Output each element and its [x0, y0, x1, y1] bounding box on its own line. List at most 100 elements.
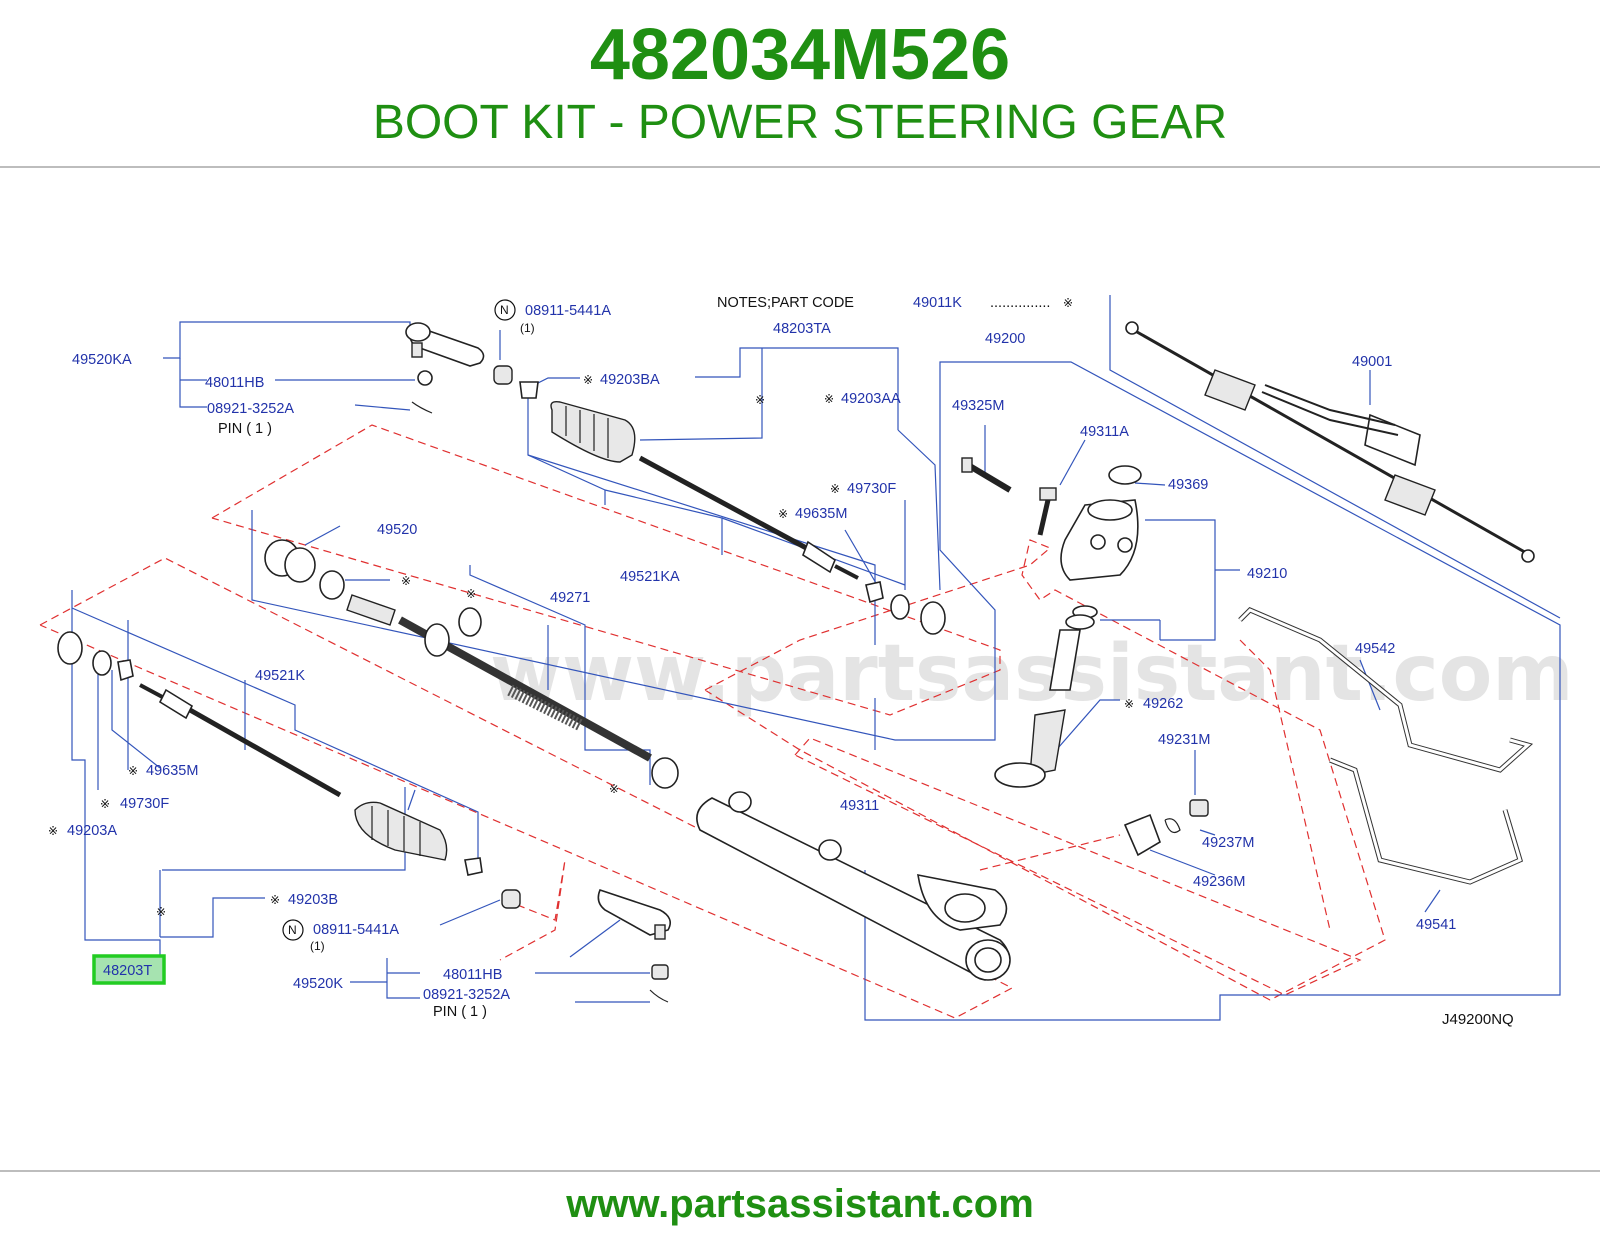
- n-marker-bottom-text: N: [288, 923, 297, 937]
- label-08921-bottom[interactable]: 08921-3252A: [423, 987, 510, 1003]
- lock-nut-bottom: [501, 889, 521, 909]
- steering-gear-assembly: [1125, 321, 1535, 563]
- label-49730F-bottom[interactable]: 49730F: [120, 796, 169, 812]
- mark-49271: ※: [466, 587, 476, 601]
- label-49520KA[interactable]: 49520KA: [72, 352, 132, 368]
- footer-url[interactable]: www.partsassistant.com: [566, 1182, 1034, 1226]
- label-49271[interactable]: 49271: [550, 590, 590, 606]
- label-08911-bottom[interactable]: 08911-5441A: [313, 922, 399, 938]
- label-pin-bottom: PIN ( 1 ): [433, 1004, 487, 1020]
- header-divider: [0, 166, 1600, 168]
- label-49325M[interactable]: 49325M: [952, 398, 1004, 414]
- label-49369[interactable]: 49369: [1168, 477, 1208, 493]
- plug-49236M: [1123, 813, 1161, 857]
- rack-assembly: [264, 539, 679, 789]
- label-49520K[interactable]: 49520K: [293, 976, 343, 992]
- pressure-pipes: [1238, 607, 1534, 885]
- label-qty-top: (1): [520, 321, 535, 335]
- mark-49635M-bottom: ※: [128, 764, 138, 778]
- mark-49730F-bottom: ※: [100, 797, 110, 811]
- diagram-code: J49200NQ: [1442, 1011, 1514, 1028]
- mark-49262: ※: [1124, 697, 1134, 711]
- mark-49203AA: ※: [824, 392, 834, 406]
- label-49001[interactable]: 49001: [1352, 354, 1392, 370]
- mark-49635M-top: ※: [778, 507, 788, 521]
- label-49203B[interactable]: 49203B: [288, 892, 338, 908]
- label-48011HB-bottom[interactable]: 48011HB: [443, 967, 502, 983]
- n-marker-top: [494, 299, 516, 321]
- part-description-title: BOOT KIT - POWER STEERING GEAR: [372, 96, 1228, 149]
- clip-bottom: [57, 631, 83, 665]
- label-49231M[interactable]: 49231M: [1158, 732, 1210, 748]
- label-49311[interactable]: 49311: [840, 798, 879, 814]
- label-48203TA[interactable]: 48203TA: [773, 321, 831, 337]
- n-marker-bottom: [282, 919, 304, 941]
- label-49262[interactable]: 49262: [1143, 696, 1183, 712]
- label-qty-bottom: (1): [310, 939, 325, 953]
- mark-48203TA: ※: [755, 393, 765, 407]
- n-marker-top-text: N: [500, 303, 509, 317]
- label-49236M[interactable]: 49236M: [1193, 874, 1245, 890]
- inner-tie-rod-top: [638, 455, 859, 580]
- label-08911-top[interactable]: 08911-5441A: [525, 303, 611, 319]
- label-49237M[interactable]: 49237M: [1202, 835, 1254, 851]
- mark-49203BA: ※: [583, 373, 593, 387]
- lock-washer-top: [865, 581, 884, 604]
- bolt-49325M: [961, 457, 1012, 493]
- washer-bottom: [92, 650, 112, 676]
- notes-mark: ※: [1063, 296, 1073, 310]
- parts-diagram: www.partsassistant.com: [0, 170, 1600, 1172]
- notes-code: 49011K: [913, 295, 962, 311]
- label-08921-top[interactable]: 08921-3252A: [207, 401, 294, 417]
- watermark-text: www.partsassistant.com: [490, 629, 1574, 719]
- highlighted-part-box[interactable]: [92, 954, 166, 985]
- label-49542[interactable]: 49542: [1355, 641, 1395, 657]
- label-49541[interactable]: 49541: [1416, 917, 1456, 933]
- tie-rod-end-bottom: [597, 889, 671, 1003]
- mark-49520: ※: [401, 574, 411, 588]
- part-drawings: [57, 321, 1535, 1003]
- mark-48203T: ※: [156, 905, 166, 919]
- tie-rod-end-top: [405, 322, 485, 414]
- label-49635M-top[interactable]: 49635M: [795, 506, 847, 522]
- page-header: 482034M526 BOOT KIT - POWER STEERING GEA…: [0, 0, 1600, 170]
- label-49203A[interactable]: 49203A: [67, 823, 117, 839]
- label-49521KA[interactable]: 49521KA: [620, 569, 680, 585]
- mark-49203B: ※: [270, 893, 280, 907]
- label-pin-top: PIN ( 1 ): [218, 421, 272, 437]
- boot-top: [550, 400, 636, 463]
- label-49635M-bottom[interactable]: 49635M: [146, 763, 198, 779]
- label-49200[interactable]: 49200: [985, 331, 1025, 347]
- label-49311A[interactable]: 49311A: [1080, 424, 1129, 440]
- exploded-view-svg: www.partsassistant.com: [39, 295, 1574, 1028]
- dashed-boundaries: [39, 424, 1386, 1019]
- label-49521K[interactable]: 49521K: [255, 668, 305, 684]
- highlighted-part-label[interactable]: 48203T: [103, 963, 152, 979]
- notes-label: NOTES;PART CODE: [717, 295, 854, 311]
- lock-washer-bottom: [117, 659, 134, 682]
- inner-tie-rod-bottom: [139, 683, 342, 798]
- label-49520[interactable]: 49520: [377, 522, 417, 538]
- label-49730F-top[interactable]: 49730F: [847, 481, 896, 497]
- part-number-title: 482034M526: [589, 15, 1011, 95]
- washer-top: [890, 594, 910, 620]
- pinion-valve: [994, 605, 1098, 788]
- clamp-49203B: [464, 857, 483, 876]
- mark-49730F-top: ※: [830, 482, 840, 496]
- label-49203AA[interactable]: 49203AA: [841, 391, 901, 407]
- mark-49203A: ※: [48, 824, 58, 838]
- seal-49369: [1108, 465, 1142, 485]
- footer-divider: [0, 1170, 1600, 1172]
- boot-bottom: [354, 801, 448, 861]
- gear-housing: [696, 791, 1011, 981]
- nut-49231M: [1189, 799, 1209, 817]
- label-48011HB-top[interactable]: 48011HB: [205, 375, 264, 391]
- lock-nut-top: [493, 365, 513, 385]
- label-49203BA[interactable]: 49203BA: [600, 372, 660, 388]
- clip-top: [920, 601, 946, 635]
- spring-49237M: [1164, 818, 1181, 833]
- part-labels: 49520KA 48011HB 08921-3252A PIN ( 1 ) 08…: [48, 303, 1456, 1020]
- notes-dots: ...............: [990, 295, 1050, 311]
- clamp-49203BA: [519, 381, 539, 399]
- label-49210[interactable]: 49210: [1247, 566, 1287, 582]
